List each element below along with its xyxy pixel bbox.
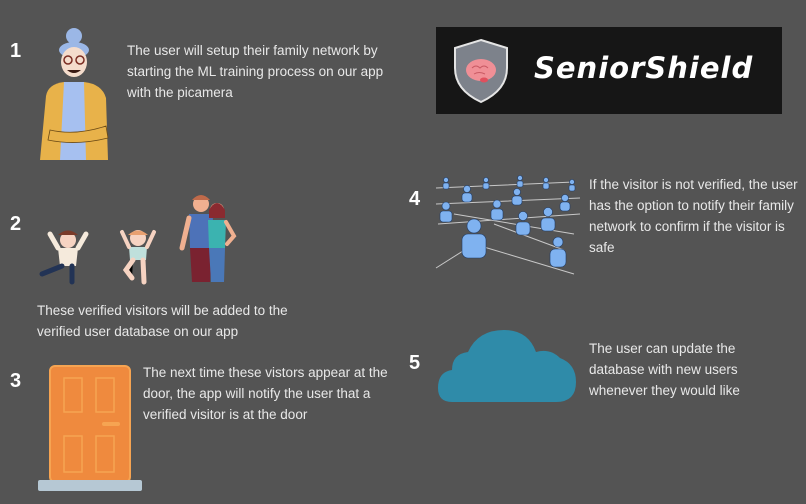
people-network-icon [435, 175, 581, 275]
cloud-icon [438, 330, 576, 402]
step-3-description: The next time these vistors appear at th… [143, 365, 388, 422]
step-5-number: 5 [409, 352, 421, 374]
step-3-number: 3 [10, 370, 22, 392]
family-members-icon [39, 195, 237, 285]
step-4-number: 4 [409, 188, 421, 210]
step-2-number: 2 [10, 213, 22, 235]
brand-name: SeniorShield [534, 51, 754, 85]
step-4-description: If the visitor is not verified, the user… [589, 177, 798, 255]
step-1-description: The user will setup their family network… [127, 43, 384, 100]
door-icon [38, 365, 142, 491]
step-5-description: The user can update the database with ne… [589, 341, 740, 398]
step-2-description: These verified visitors will be added to… [37, 303, 288, 339]
grandmother-icon [40, 28, 109, 160]
seniorshield-logo: SeniorShield [436, 27, 782, 114]
step-1-number: 1 [10, 40, 22, 62]
shield-brain-icon [454, 38, 508, 104]
